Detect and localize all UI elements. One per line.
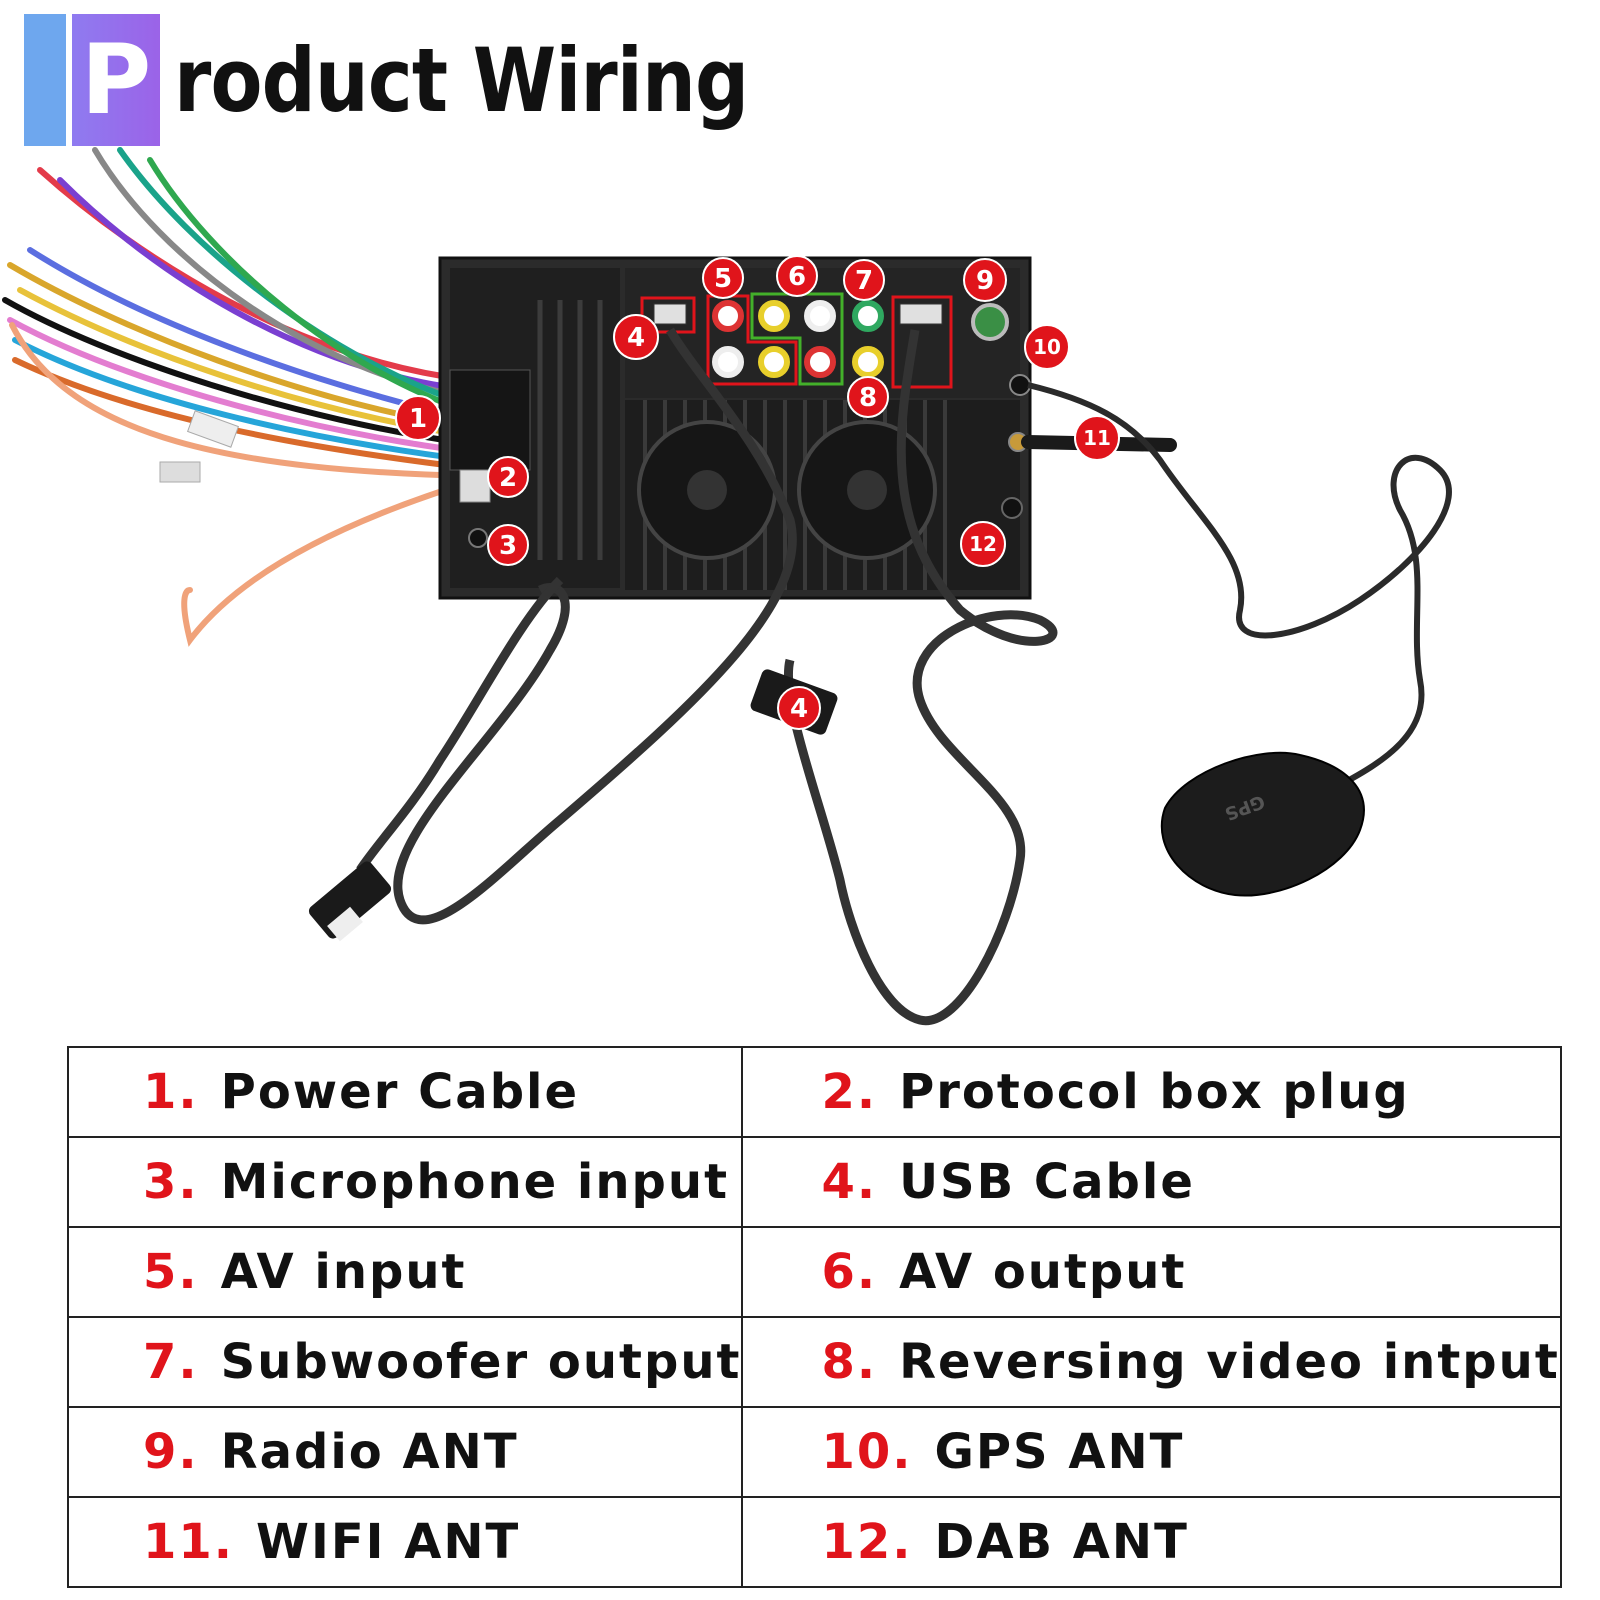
legend-number: 1. [143,1064,199,1120]
callout-badge-11: 11 [1074,415,1120,461]
legend-label: USB Cable [899,1154,1195,1210]
usb-port [899,303,943,325]
callout-number: 4 [627,323,645,353]
callout-badge-3: 3 [487,524,529,566]
legend-entry: 12. DAB ANT [741,1496,1562,1588]
callout-badge-10: 10 [1024,324,1070,370]
gps-module: GPS [1160,751,1365,897]
legend-number: 3. [143,1154,199,1210]
gps-antenna-cable [1027,382,1452,793]
legend-row: 3. Microphone input 4. USB Cable [66,1136,1562,1228]
callout-badge-4: 4 [613,314,659,360]
callout-badge-9: 9 [963,258,1007,302]
legend-label: Radio ANT [220,1424,519,1480]
legend-row: 9. Radio ANT 10. GPS ANT [66,1406,1562,1498]
callout-badge-4: 4 [777,686,821,730]
callout-badge-2: 2 [487,456,529,498]
legend-entry: 4. USB Cable [741,1136,1562,1228]
rca-jacks [706,292,884,386]
title-logo-mark: P [24,14,160,146]
callout-number: 6 [788,262,806,292]
legend-number: 4. [821,1154,878,1210]
legend-number: 9. [143,1424,199,1480]
callout-number: 9 [976,266,994,296]
usb-port [653,303,687,325]
usb-female-plug [308,861,392,942]
page-title: P roduct Wiring [24,14,842,146]
title-initial-letter: P [80,24,152,136]
legend-entry: 3. Microphone input [66,1136,744,1228]
legend-table: 1. Power Cable 2. Protocol box plug 3. Microp… [66,1046,1562,1588]
dab-antenna-jack [1001,497,1023,519]
legend-number: 12. [821,1514,913,1570]
wire-tag [186,410,240,448]
legend-number: 5. [143,1244,199,1300]
callout-badge-1: 1 [395,395,441,441]
power-connector [449,369,531,471]
usb-cables [356,327,1058,1026]
legend-label: DAB ANT [934,1514,1189,1570]
callout-number: 5 [714,264,732,294]
legend-entry: 5. AV input [66,1226,744,1318]
legend-entry: 1. Power Cable [66,1046,744,1138]
legend-row: 5. AV input 6. AV output [66,1226,1562,1318]
wire-tag [159,461,201,483]
legend-number: 7. [143,1334,199,1390]
legend-entry: 10. GPS ANT [741,1406,1562,1498]
callout-number: 7 [855,266,873,296]
callout-badge-6: 6 [776,255,818,297]
legend-number: 11. [143,1514,235,1570]
legend-number: 8. [821,1334,878,1390]
legend-number: 10. [821,1424,913,1480]
logo-bar-light [24,14,66,146]
callout-number: 1 [409,404,427,434]
legend-entry: 7. Subwoofer output [66,1316,744,1408]
legend-label: Subwoofer output [220,1334,742,1390]
callout-number: 4 [790,694,808,724]
legend-label: Microphone input [220,1154,730,1210]
legend-number: 6. [821,1244,878,1300]
gps-antenna-jack [1009,374,1031,396]
callout-number: 11 [1083,426,1111,450]
radio-antenna-jack [971,303,1009,341]
callout-number: 8 [859,383,877,413]
callout-badge-7: 7 [843,259,885,301]
protocol-box-plug [459,469,491,503]
legend-label: Power Cable [220,1064,580,1120]
legend-label: WIFI ANT [256,1514,521,1570]
usb-port-highlight [891,295,953,389]
legend-label: AV input [220,1244,467,1300]
legend-label: Protocol box plug [899,1064,1410,1120]
callout-number: 10 [1033,335,1061,359]
legend-row: 7. Subwoofer output 8. Reversing video intp… [66,1316,1562,1408]
legend-entry: 2. Protocol box plug [741,1046,1562,1138]
callout-number: 3 [499,531,517,561]
legend-label: AV output [899,1244,1187,1300]
legend-entry: 11. WIFI ANT [66,1496,744,1588]
callout-badge-12: 12 [960,521,1006,567]
callout-badge-5: 5 [702,257,744,299]
legend-number: 2. [821,1064,878,1120]
legend-label: GPS ANT [934,1424,1185,1480]
callout-number: 12 [969,532,997,556]
legend-row: 11. WIFI ANT 12. DAB ANT [66,1496,1562,1588]
legend-label: Reversing video intput [899,1334,1560,1390]
legend-entry: 6. AV output [741,1226,1562,1318]
callout-badge-8: 8 [847,376,889,418]
legend-row: 1. Power Cable 2. Protocol box plug [66,1046,1562,1138]
microphone-jack [468,528,488,548]
power-wire-harness [2,147,473,647]
legend-entry: 9. Radio ANT [66,1406,744,1498]
callout-number: 2 [499,463,517,493]
legend-entry: 8. Reversing video intput [741,1316,1562,1408]
logo-bar-dark [72,14,160,146]
title-text: roduct Wiring [174,28,749,132]
